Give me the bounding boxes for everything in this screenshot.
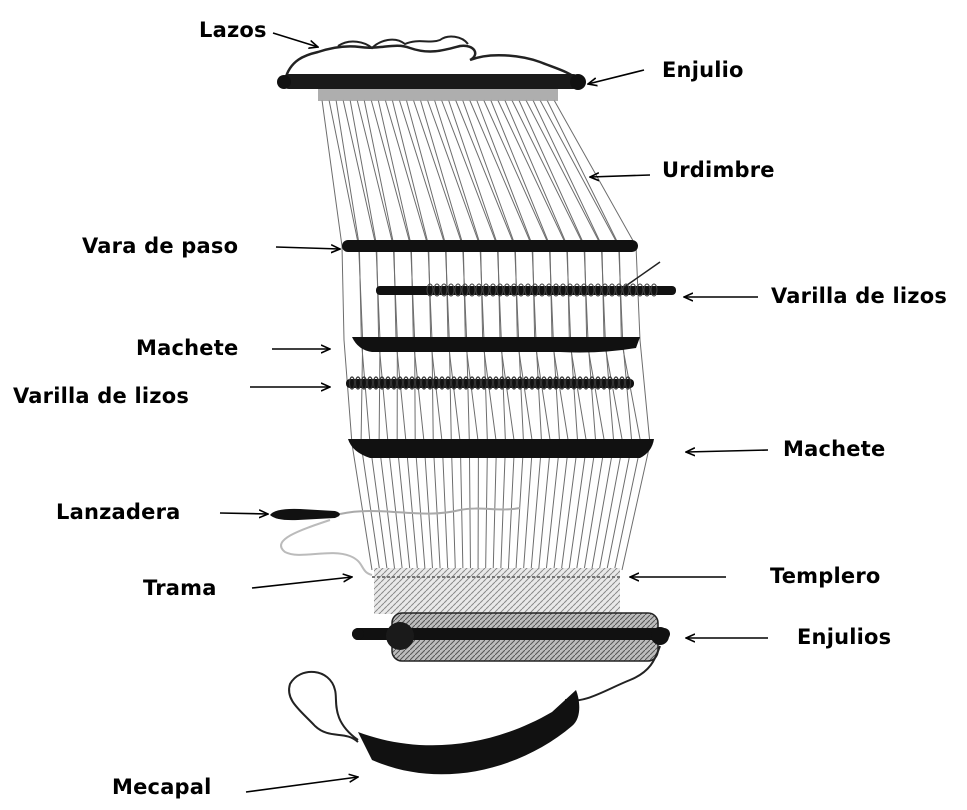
lanzadera-shuttle — [270, 509, 340, 520]
label-vara-de-paso: Vara de paso — [82, 234, 238, 258]
enjulios-end-left — [386, 622, 414, 650]
warp-thread — [554, 100, 650, 570]
enjulio-beam-end-left — [277, 75, 291, 89]
arrow-trama — [252, 577, 352, 588]
mecapal-cord-left — [289, 672, 358, 742]
arrow-enjulio — [588, 70, 644, 84]
enjulio-beam-top — [282, 74, 580, 89]
label-lanzadera: Lanzadera — [56, 500, 181, 524]
machete-upper-sword — [352, 337, 640, 353]
enjulios-end-right — [651, 627, 669, 645]
varilla-de-lizos-upper-string — [620, 262, 660, 290]
arrow-machete-right — [686, 450, 768, 452]
label-templero: Templero — [770, 564, 881, 588]
warp-thread — [399, 100, 455, 570]
arrow-mecapal — [246, 777, 358, 792]
varilla-de-lizos-lower-rod — [346, 379, 634, 388]
warp-thread — [357, 100, 410, 570]
woven-cloth — [374, 568, 620, 614]
vara-de-paso-rod — [342, 240, 638, 252]
varilla-de-lizos-upper-rod — [376, 286, 676, 295]
warp-thread — [329, 100, 380, 570]
arrow-lazos — [273, 33, 318, 47]
trama-loose-yarn — [281, 520, 372, 575]
warp-thread — [463, 100, 533, 570]
warp-thread — [491, 100, 569, 570]
label-machete-right: Machete — [783, 437, 885, 461]
warp-threads — [322, 100, 650, 570]
enjulio-beam-end-right — [570, 74, 586, 90]
label-mecapal: Mecapal — [112, 775, 212, 799]
label-enjulio: Enjulio — [662, 58, 744, 82]
label-varilla-de-lizos-left: Varilla de lizos — [13, 384, 189, 408]
warp-thread — [442, 100, 506, 570]
warp-thread — [449, 100, 515, 570]
label-trama: Trama — [143, 576, 217, 600]
warp-thread — [526, 100, 614, 570]
leader-arrows — [220, 33, 768, 792]
warp-band-top — [318, 89, 558, 101]
label-enjulios: Enjulios — [797, 625, 891, 649]
arrow-vara-de-paso — [276, 247, 340, 249]
label-machete-left: Machete — [136, 336, 238, 360]
mecapal-strap — [358, 690, 579, 774]
label-varilla-de-lizos-right: Varilla de lizos — [771, 284, 947, 308]
lanzadera-yarn — [340, 508, 520, 514]
machete-lower-sword — [348, 439, 654, 458]
warp-thread — [456, 100, 524, 570]
arrow-urdimbre — [590, 175, 650, 177]
enjulios-end-far-left — [352, 628, 364, 640]
arrow-lanzadera — [220, 513, 268, 514]
label-lazos: Lazos — [199, 18, 267, 42]
warp-thread — [371, 100, 425, 570]
label-urdimbre: Urdimbre — [662, 158, 775, 182]
